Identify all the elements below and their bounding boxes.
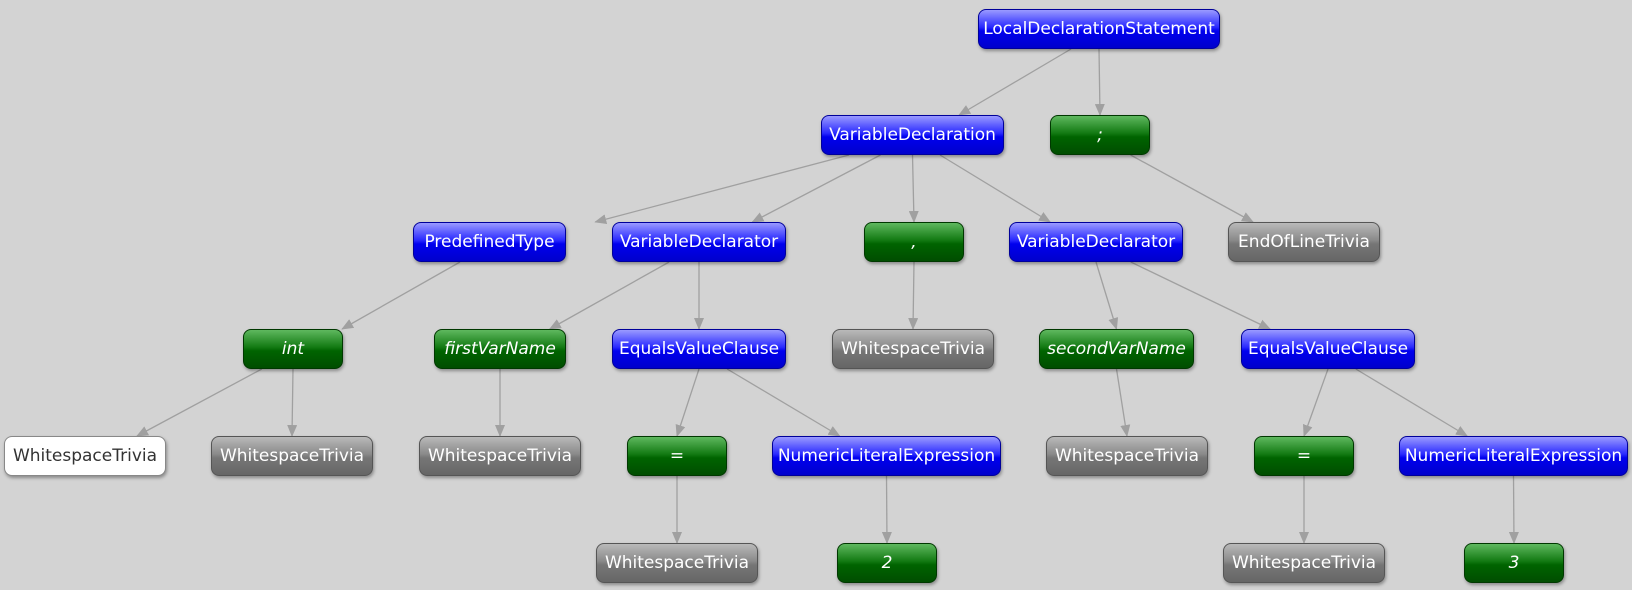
tree-edge xyxy=(1355,368,1468,437)
tree-edge xyxy=(287,368,298,437)
tree-node-first-var-name[interactable]: firstVarName xyxy=(434,329,566,369)
tree-edge xyxy=(1130,154,1254,223)
tree-node-label: 3 xyxy=(1508,553,1520,573)
tree-node-label: WhitespaceTrivia xyxy=(1231,553,1377,573)
tree-node-comma[interactable]: , xyxy=(864,222,964,262)
tree-edge xyxy=(675,368,700,437)
tree-node-label: PredefinedType xyxy=(424,232,555,252)
tree-node-whitespace-trivia[interactable]: WhitespaceTrivia xyxy=(4,436,166,476)
tree-node-whitespace-trivia[interactable]: WhitespaceTrivia xyxy=(596,543,758,583)
tree-node-label: WhitespaceTrivia xyxy=(12,446,158,466)
tree-node-equals[interactable]: = xyxy=(1254,436,1354,476)
tree-edge xyxy=(751,154,881,223)
tree-edge xyxy=(341,261,461,330)
tree-node-label: NumericLiteralExpression xyxy=(777,446,996,466)
tree-node-local-declaration-statement[interactable]: LocalDeclarationStatement xyxy=(978,9,1220,49)
tree-node-equals-value-clause[interactable]: EqualsValueClause xyxy=(612,329,786,369)
tree-node-2[interactable]: 2 xyxy=(837,543,937,583)
tree-node-label: WhitespaceTrivia xyxy=(219,446,365,466)
tree-edge xyxy=(1115,368,1131,437)
tree-edge xyxy=(1130,261,1271,330)
tree-node-variable-declarator[interactable]: VariableDeclarator xyxy=(1009,222,1183,262)
tree-edge xyxy=(939,154,1051,223)
tree-edge xyxy=(908,154,919,223)
tree-node-whitespace-trivia[interactable]: WhitespaceTrivia xyxy=(832,329,994,369)
tree-node-label: VariableDeclarator xyxy=(619,232,779,252)
tree-node-label: 2 xyxy=(881,553,893,573)
tree-node-numeric-literal-expression[interactable]: NumericLiteralExpression xyxy=(772,436,1001,476)
tree-node-equals[interactable]: = xyxy=(627,436,727,476)
tree-node-label: EndOfLineTrivia xyxy=(1238,232,1370,252)
tree-node-whitespace-trivia[interactable]: WhitespaceTrivia xyxy=(1046,436,1208,476)
tree-edge xyxy=(1095,261,1119,330)
tree-node-variable-declaration[interactable]: VariableDeclaration xyxy=(821,115,1004,155)
tree-node-label: = xyxy=(669,446,685,466)
tree-node-label: EqualsValueClause xyxy=(618,339,780,359)
tree-node-semicolon[interactable]: ; xyxy=(1050,115,1150,155)
tree-edge xyxy=(726,368,841,437)
tree-edge xyxy=(908,261,919,330)
tree-node-second-var-name[interactable]: secondVarName xyxy=(1039,329,1194,369)
tree-node-label: int xyxy=(281,339,305,359)
tree-node-whitespace-trivia[interactable]: WhitespaceTrivia xyxy=(211,436,373,476)
tree-node-variable-declarator[interactable]: VariableDeclarator xyxy=(612,222,786,262)
tree-node-label: WhitespaceTrivia xyxy=(1054,446,1200,466)
tree-node-int[interactable]: int xyxy=(243,329,343,369)
tree-node-whitespace-trivia[interactable]: WhitespaceTrivia xyxy=(419,436,581,476)
tree-node-label: VariableDeclaration xyxy=(829,125,996,145)
tree-node-label: firstVarName xyxy=(444,339,556,359)
tree-edge xyxy=(1508,475,1519,544)
tree-edge xyxy=(958,48,1072,116)
tree-node-3[interactable]: 3 xyxy=(1464,543,1564,583)
tree-edge xyxy=(548,261,670,330)
tree-node-label: ; xyxy=(1097,125,1103,145)
tree-node-label: WhitespaceTrivia xyxy=(427,446,573,466)
tree-node-label: WhitespaceTrivia xyxy=(840,339,986,359)
tree-edge xyxy=(594,154,850,225)
tree-node-label: , xyxy=(911,232,917,252)
tree-node-label: secondVarName xyxy=(1047,339,1186,359)
tree-edge xyxy=(881,475,892,544)
tree-node-label: VariableDeclarator xyxy=(1016,232,1176,252)
tree-edge xyxy=(136,368,263,437)
tree-node-end-of-line-trivia[interactable]: EndOfLineTrivia xyxy=(1228,222,1380,262)
tree-node-label: LocalDeclarationStatement xyxy=(983,19,1215,39)
tree-node-whitespace-trivia[interactable]: WhitespaceTrivia xyxy=(1223,543,1385,583)
tree-edge xyxy=(1094,48,1105,116)
tree-node-label: NumericLiteralExpression xyxy=(1404,446,1623,466)
tree-node-label: WhitespaceTrivia xyxy=(604,553,750,573)
tree-node-equals-value-clause[interactable]: EqualsValueClause xyxy=(1241,329,1415,369)
tree-edge xyxy=(1303,368,1329,437)
tree-node-label: = xyxy=(1296,446,1312,466)
tree-node-predefined-type[interactable]: PredefinedType xyxy=(413,222,566,262)
tree-node-numeric-literal-expression[interactable]: NumericLiteralExpression xyxy=(1399,436,1628,476)
tree-node-label: EqualsValueClause xyxy=(1247,339,1409,359)
